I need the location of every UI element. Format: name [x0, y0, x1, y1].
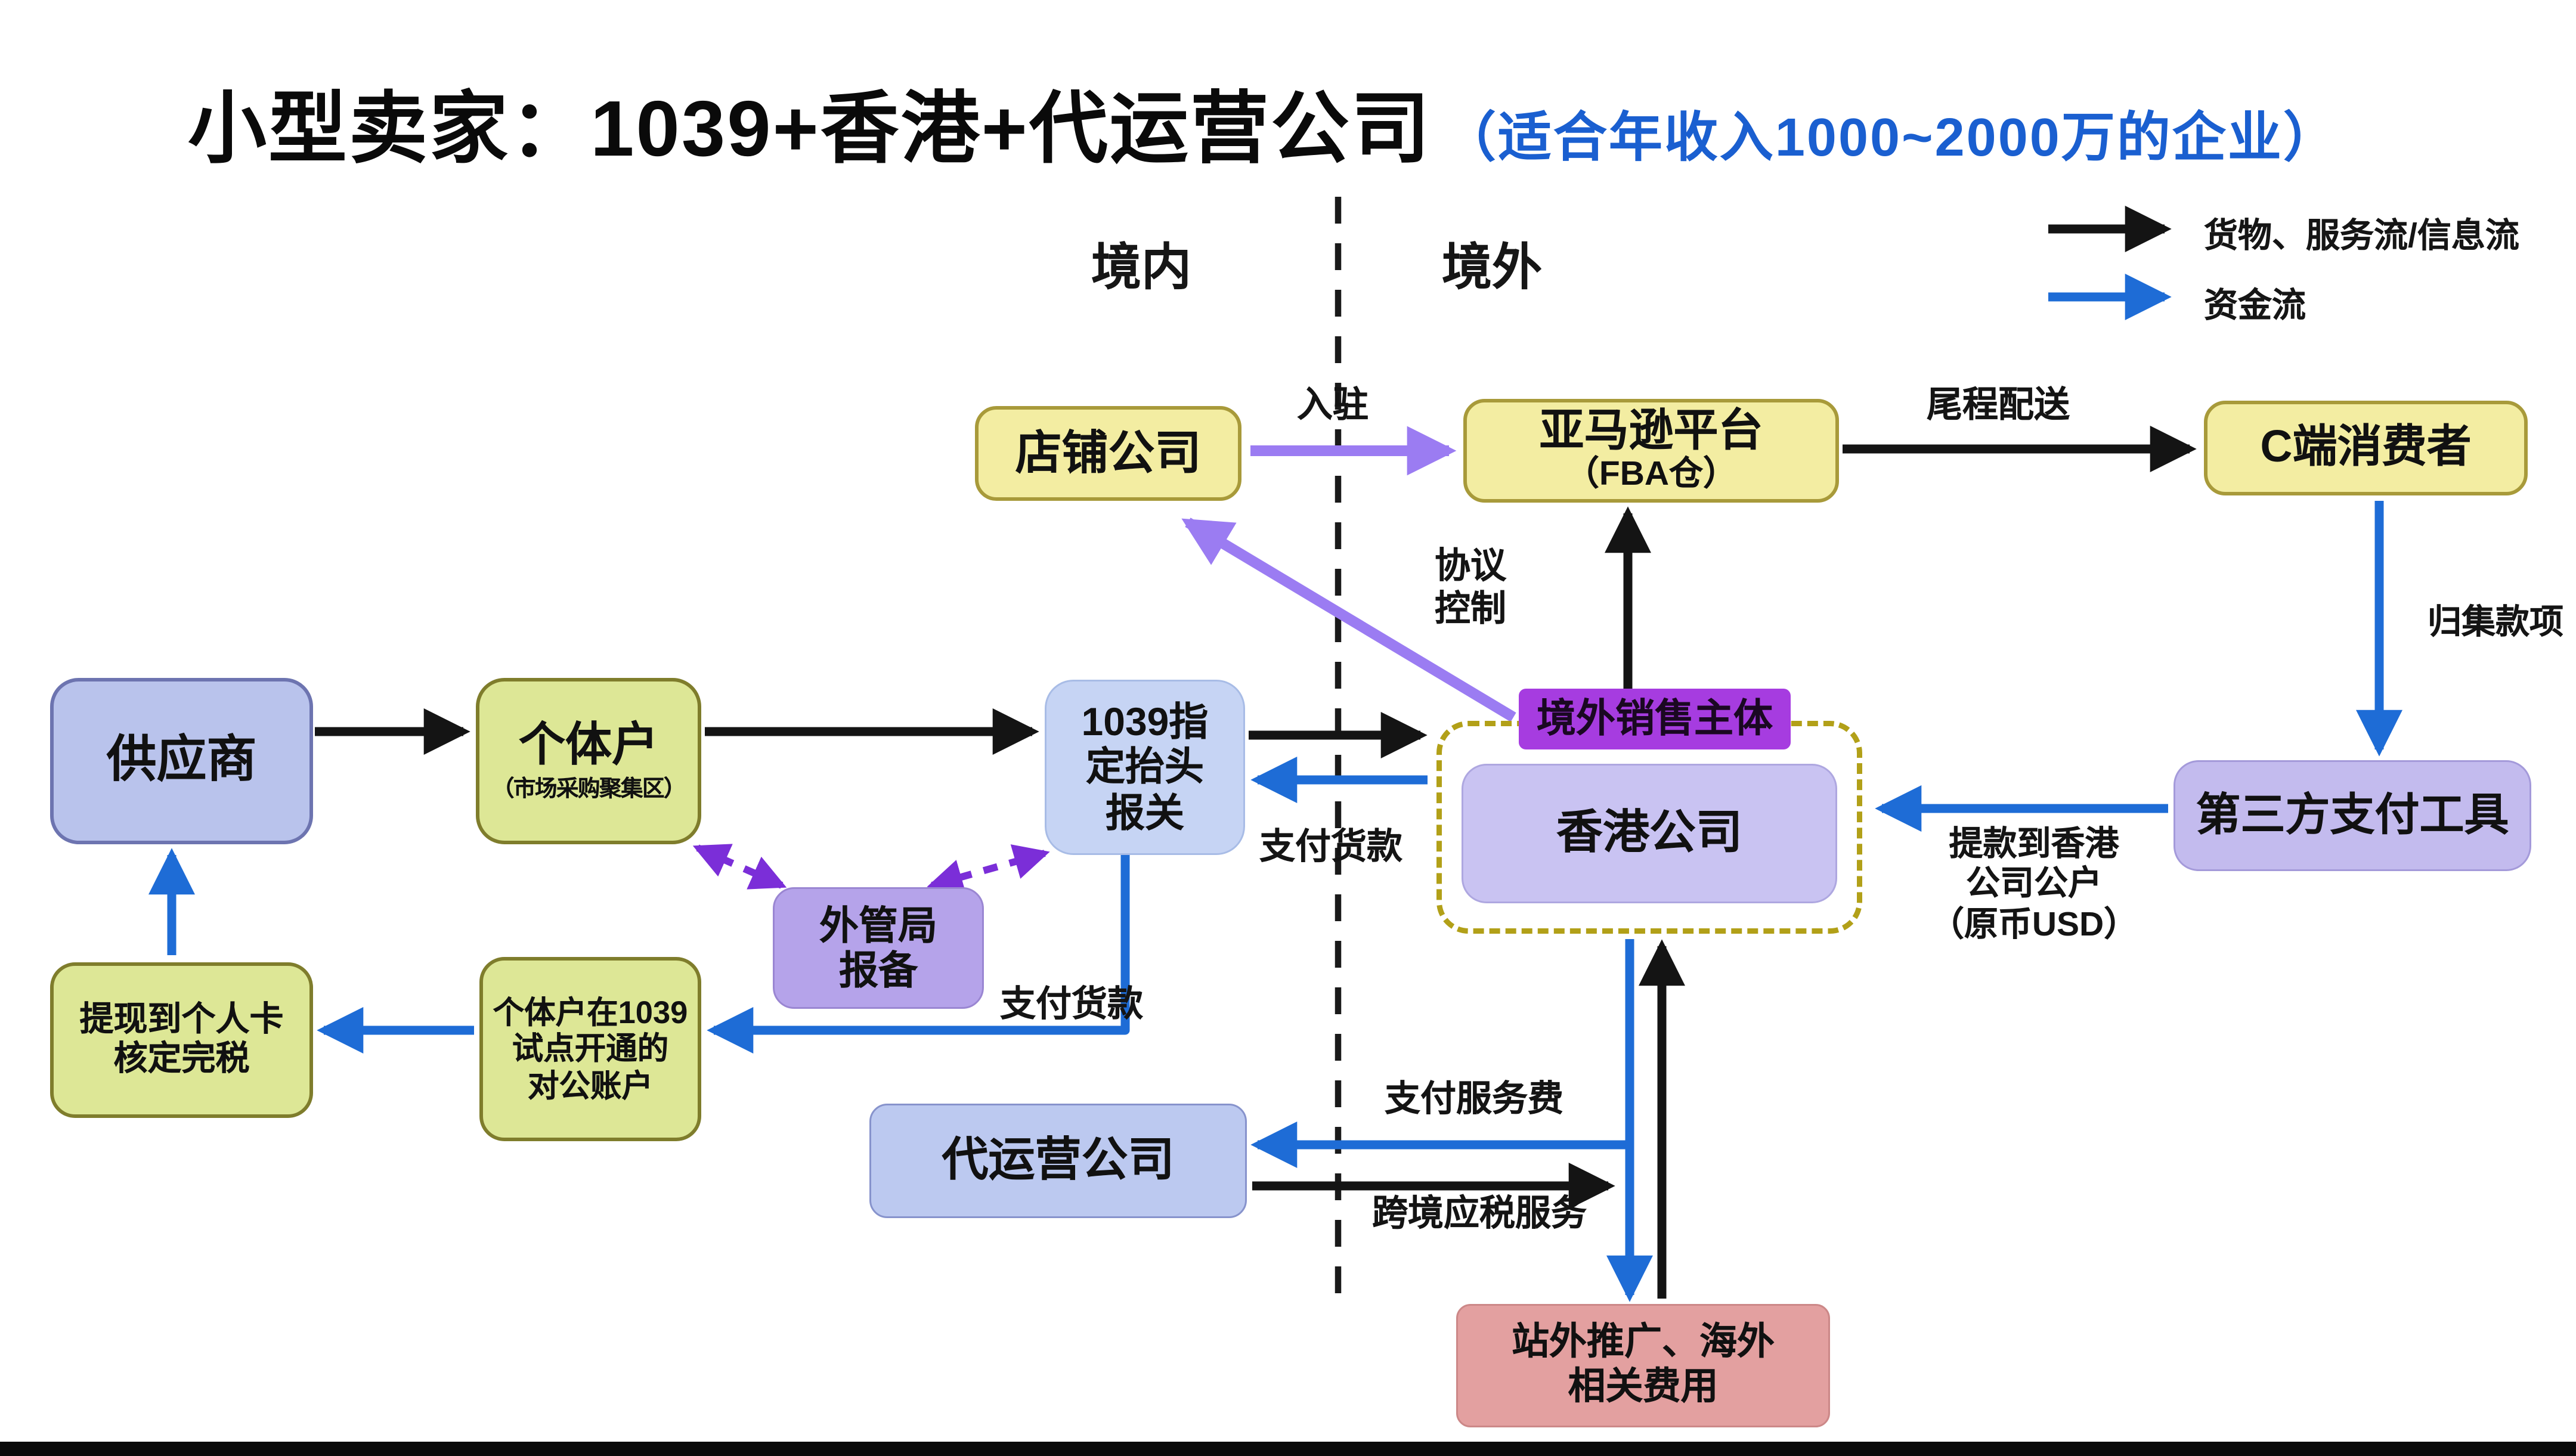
- consumer-label: C端消费者: [2260, 422, 2472, 473]
- node-shop-company: 店铺公司: [975, 406, 1241, 501]
- node-public-account: 个体户在1039 试点开通的 对公账户: [479, 957, 701, 1141]
- node-agency-company: 代运营公司: [869, 1104, 1247, 1218]
- customs-1039-label: 1039指 定抬头 报关: [1081, 699, 1209, 835]
- title-main: 小型卖家：1039+香港+代运营公司: [188, 86, 1432, 174]
- edge-label-collect-funds: 归集款项: [2427, 605, 2563, 642]
- bottom-letterbox-bar: [0, 1442, 2576, 1456]
- node-withdraw-personal-card: 提现到个人卡 核定完税: [50, 962, 313, 1118]
- agency-label: 代运营公司: [942, 1132, 1175, 1187]
- edge-label-onboard: 入驻: [1297, 386, 1368, 426]
- sole-trader-sublabel: （市场采购聚集区）: [491, 776, 686, 802]
- node-third-party-payment: 第三方支付工具: [2174, 760, 2531, 871]
- node-c-end-consumer: C端消费者: [2204, 401, 2528, 495]
- page-title: 小型卖家：1039+香港+代运营公司 （适合年收入1000~2000万的企业）: [188, 64, 2339, 179]
- node-hk-company: 香港公司: [1462, 764, 1837, 903]
- node-sole-trader: 个体户 （市场采购聚集区）: [476, 678, 701, 844]
- edge-label-withdraw-to-hk: 提款到香港 公司公户 （原币USD）: [1930, 826, 2138, 944]
- safe-filing-label: 外管局 报备: [819, 903, 937, 993]
- node-1039-customs: 1039指 定抬头 报关: [1045, 680, 1245, 855]
- overseas-entity-label: 境外销售主体: [1536, 696, 1773, 742]
- legend-money-flow-label: 资金流: [2204, 288, 2306, 326]
- public-account-label: 个体户在1039 试点开通的 对公账户: [493, 995, 688, 1103]
- region-label-overseas: 境外: [1442, 240, 1543, 295]
- region-label-domestic: 境内: [1091, 240, 1192, 295]
- third-party-payment-label: 第三方支付工具: [2196, 789, 2509, 840]
- edge-label-pay-goods-hk: 支付货款: [1259, 828, 1402, 868]
- edge-label-protocol-control: 协议 控制: [1435, 547, 1506, 629]
- legend-goods-flow-label: 货物、服务流/信息流: [2204, 218, 2519, 256]
- amazon-fba-sublabel: （FBA仓）: [1565, 457, 1738, 495]
- hk-company-label: 香港公司: [1556, 805, 1742, 859]
- node-offsite-promo-costs: 站外推广、海外 相关费用: [1456, 1304, 1830, 1427]
- edge-label-pay-service-fee: 支付服务费: [1385, 1080, 1563, 1120]
- node-safe-filing: 外管局 报备: [773, 887, 984, 1009]
- sole-trader-label: 个体户: [518, 718, 658, 772]
- offsite-costs-label: 站外推广、海外 相关费用: [1512, 1322, 1775, 1407]
- edge-label-pay-goods-1039: 支付货款: [1000, 986, 1143, 1025]
- arrow-safe-filing-1039: [927, 844, 1050, 894]
- title-note: （适合年收入1000~2000万的企业）: [1442, 109, 2339, 168]
- shop-company-label: 店铺公司: [1015, 425, 1202, 479]
- node-overseas-sales-entity: 境外销售主体: [1519, 689, 1791, 749]
- withdraw-personal-label: 提现到个人卡 核定完税: [79, 1000, 284, 1078]
- node-supplier: 供应商: [50, 678, 313, 844]
- arrow-safe-filing-soletrader: [692, 844, 787, 890]
- node-amazon-platform: 亚马逊平台 （FBA仓）: [1463, 399, 1839, 503]
- edge-label-cross-border-taxable: 跨境应税服务: [1372, 1195, 1587, 1234]
- supplier-label: 供应商: [106, 732, 257, 788]
- edge-label-last-mile: 尾程配送: [1927, 386, 2070, 426]
- amazon-label: 亚马逊平台: [1539, 405, 1763, 456]
